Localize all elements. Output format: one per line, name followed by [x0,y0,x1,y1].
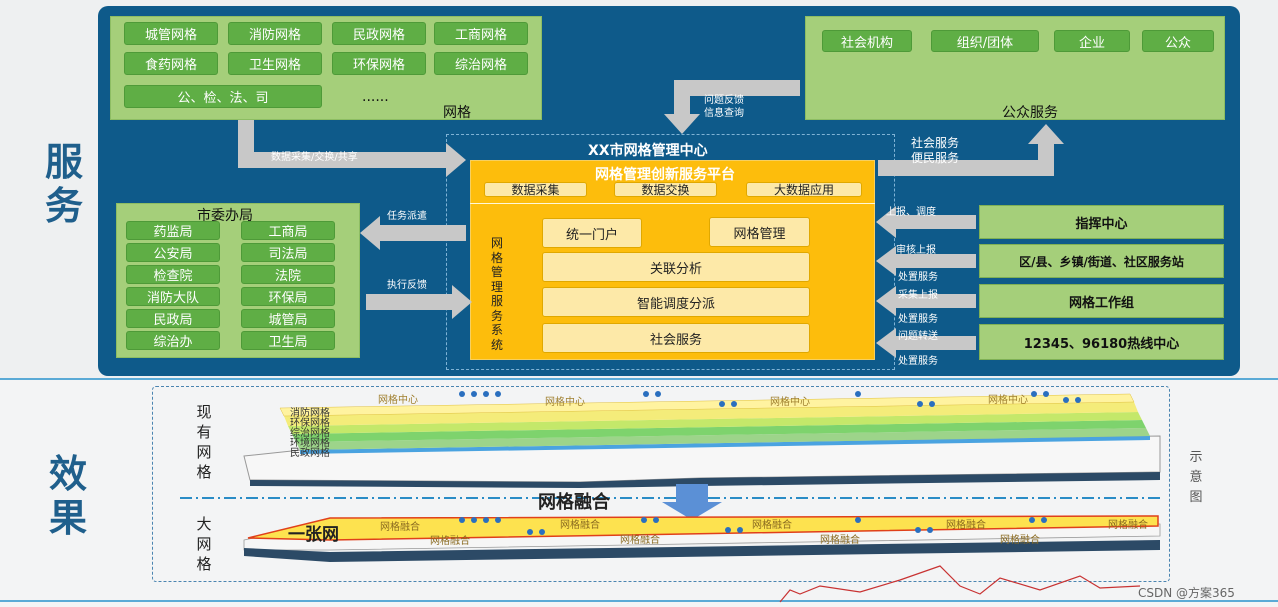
hotline-center-box: 12345、96180热线中心 [979,324,1224,360]
grid-chip: 工商网格 [434,22,528,45]
merged-layer-text: 网格融合 [820,535,860,546]
committee-chip: 民政局 [126,309,220,328]
watermark: CSDN @方案365 [1138,586,1235,600]
label-task: 任务派遣 [387,211,427,222]
committee-chip: 法院 [241,265,335,284]
merged-layer-text: 网格融合 [1108,520,1148,531]
arrow-center-to-public [878,124,1064,176]
layer-label: 消防网格 [290,408,330,419]
committee-chip: 消防大队 [126,287,220,306]
platform-divider [470,203,875,204]
merged-layer-text: 网格融合 [560,520,600,531]
merged-layer-text: 网格融合 [380,522,420,533]
label-handle-2: 处置服务 [898,314,938,325]
public-chip: 公众 [1142,30,1214,52]
grid-chip: 民政网格 [332,22,426,45]
grid-box-title: 网格 [443,105,471,121]
grid-chip: 环保网格 [332,52,426,75]
arrow-transfer [876,328,976,358]
committee-chip: 检查院 [126,265,220,284]
committee-chip: 公安局 [126,243,220,262]
command-center-box: 指挥中心 [979,205,1224,239]
committee-chip: 工商局 [241,221,335,240]
merged-layer-text: 网格融合 [1000,535,1040,546]
merged-layer-text: 网格融合 [752,520,792,531]
committee-chip: 司法局 [241,243,335,262]
committee-chip: 药监局 [126,221,220,240]
committee-chip: 城管局 [241,309,335,328]
arrow-audit [876,246,976,276]
system-label: 网 格 管 理 服 务 系 统 [491,236,504,352]
current-grid-label: 现 有 网 格 [196,403,212,481]
committee-chip: 卫生局 [241,331,335,350]
label-collect-report: 采集上报 [898,290,938,301]
district-station-box: 区/县、乡镇/街道、社区服务站 [979,244,1224,278]
arrow-collect-report [876,286,976,316]
grid-chip: 综治网格 [434,52,528,75]
schematic-label: 示 意 图 [1189,450,1203,505]
top-layer-text: 网格中心 [988,395,1028,406]
merge-title: 网格融合 [538,492,610,513]
bottom-divider [0,600,1278,602]
label-social-service: 社会服务 便民服务 [911,136,960,165]
big-grid-label: 大 网 格 [196,515,212,573]
committee-title: 市委办局 [197,208,253,224]
arrow-public-feedback [664,80,800,134]
grid-management-module: 网格管理 [709,217,810,247]
public-service-title: 公众服务 [1002,105,1058,121]
grid-chip: 消防网格 [228,22,322,45]
correlation-analysis-module: 关联分析 [542,252,810,282]
grid-chip: 城管网格 [124,22,218,45]
grid-chip: 食药网格 [124,52,218,75]
effect-side-label: 效 果 [48,452,87,540]
arrow-report [876,206,976,238]
unified-portal: 统一门户 [542,218,642,248]
layer-label: 环保网格 [290,418,330,429]
smart-dispatch-module: 智能调度分派 [542,287,810,317]
label-handle-1: 处置服务 [898,272,938,283]
grid-ellipsis: ...... [362,89,389,105]
grid-workgroup-box: 网格工作组 [979,284,1224,318]
platform-item: 数据采集 [484,182,587,197]
top-layer-text: 网格中心 [378,395,418,406]
platform-item: 数据交换 [614,182,717,197]
label-transfer: 问题转送 [898,331,938,342]
public-chip: 组织/团体 [931,30,1039,52]
section-divider [0,378,1278,380]
effect-illustration [180,391,1161,603]
grid-chip-wide: 公、检、法、司 [124,85,322,108]
platform-item: 大数据应用 [746,182,862,197]
service-side-label: 服 务 [44,140,83,228]
public-chip: 社会机构 [822,30,912,52]
label-handle-3: 处置服务 [898,356,938,367]
center-title: XX市网格管理中心 [588,143,708,159]
flow-arrows [238,80,1064,358]
layer-label: 环境网格 [290,438,330,449]
layer-label: 民政网格 [290,448,330,459]
label-report: 上报、调度 [886,207,936,218]
label-feedback: 问题反馈 信息查询 [704,95,744,119]
label-audit: 审核上报 [896,245,936,256]
arrow-exec-feedback [366,285,472,319]
merged-layer-text: 网格融合 [430,536,470,547]
committee-chip: 环保局 [241,287,335,306]
public-chip: 企业 [1054,30,1130,52]
top-layer-text: 网格中心 [545,397,585,408]
social-service-module: 社会服务 [542,323,810,353]
grid-chip: 卫生网格 [228,52,322,75]
committee-chip: 综治办 [126,331,220,350]
label-collect: 数据采集/交换/共享 [271,152,358,163]
effect-frame [152,386,1170,582]
one-net-label: 一张网 [288,525,339,545]
merged-layer-text: 网格融合 [946,520,986,531]
layer-label: 综治网格 [290,428,330,439]
arrow-task-dispatch [360,216,466,250]
merged-layer-text: 网格融合 [620,535,660,546]
top-layer-text: 网格中心 [770,397,810,408]
label-exec: 执行反馈 [387,280,427,291]
arrow-grid-to-center [238,120,466,177]
platform-title: 网格管理创新服务平台 [595,167,735,183]
